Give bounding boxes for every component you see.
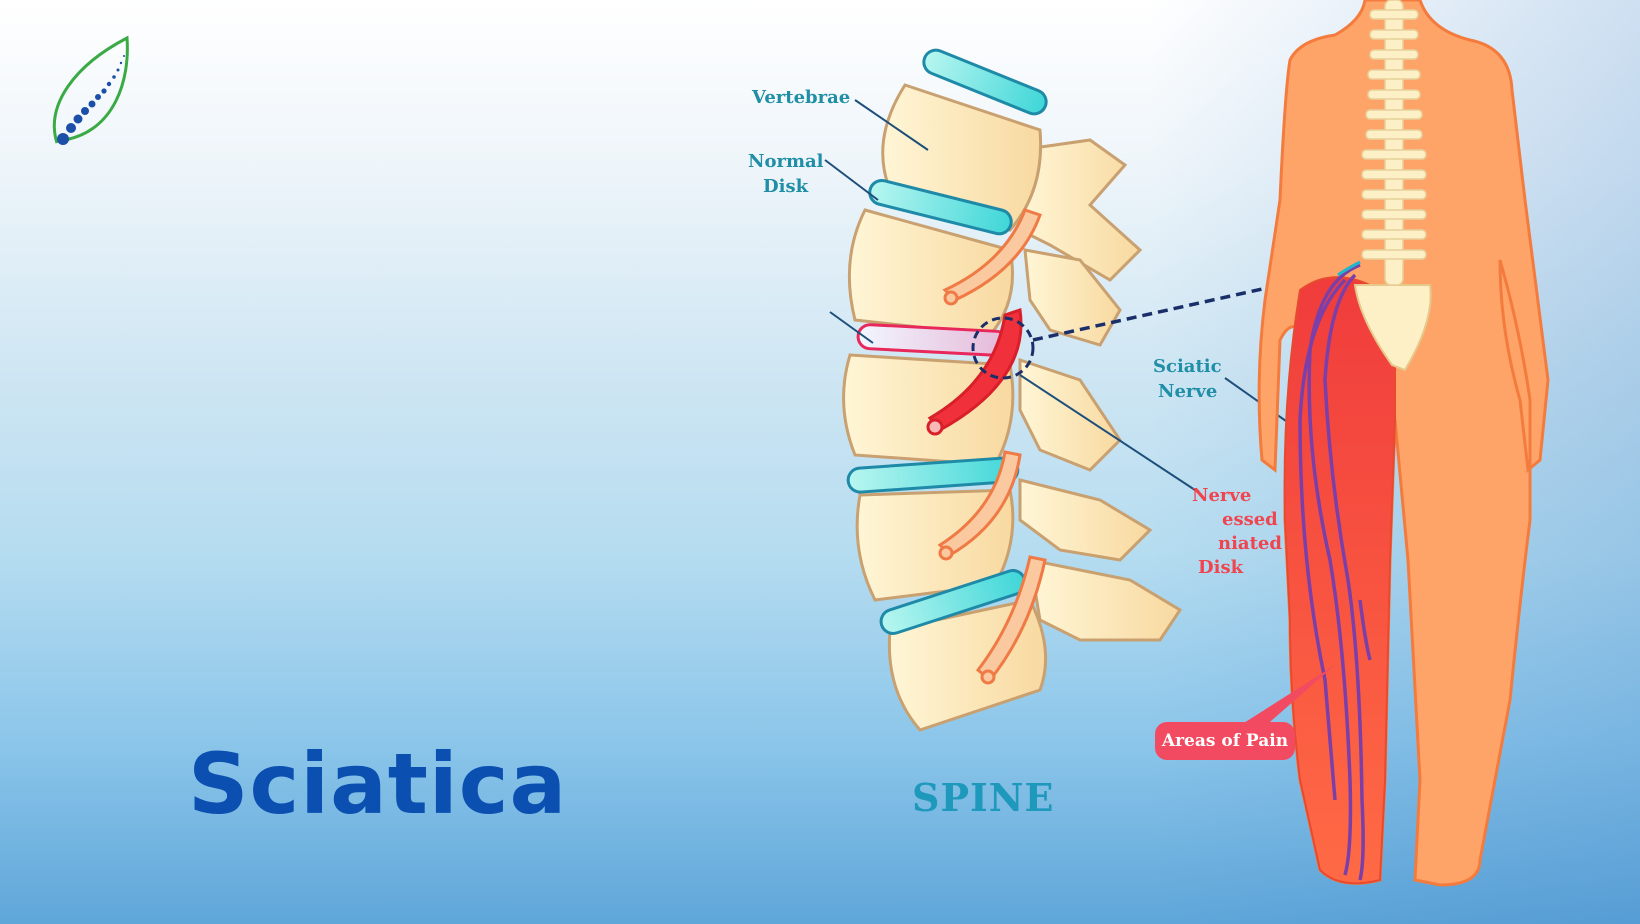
page-title: Sciatica	[188, 735, 568, 833]
spinal-nerves	[937, 208, 1047, 685]
body-spine	[1361, 0, 1427, 286]
label-normal-disk-line1: Normal	[748, 151, 824, 172]
leaf-spine-logo-icon	[52, 35, 129, 145]
label-vertebrae: Vertebrae	[752, 87, 851, 108]
label-normal-disk-line2: Disk	[763, 176, 809, 197]
compression-highlight	[971, 316, 1035, 380]
label-sciatic-nerve-line1: Sciatic	[1153, 356, 1222, 377]
pain-pointer	[1225, 665, 1335, 735]
label-compressed-nerve-line1: Nerve	[1192, 485, 1252, 506]
label-compressed-nerve-line4: Disk	[1198, 557, 1244, 578]
spine-caption: SPINE	[912, 775, 1055, 820]
sciatic-nerve-lines	[1298, 263, 1372, 881]
areas-of-pain-badge: Areas of Pain	[1155, 722, 1295, 760]
label-compressed-nerve-line2: essed	[1222, 509, 1278, 530]
normal-disks	[846, 48, 1048, 635]
label-sciatic-nerve-line2: Nerve	[1158, 381, 1218, 402]
label-compressed-nerve-line3: niated	[1218, 533, 1282, 554]
